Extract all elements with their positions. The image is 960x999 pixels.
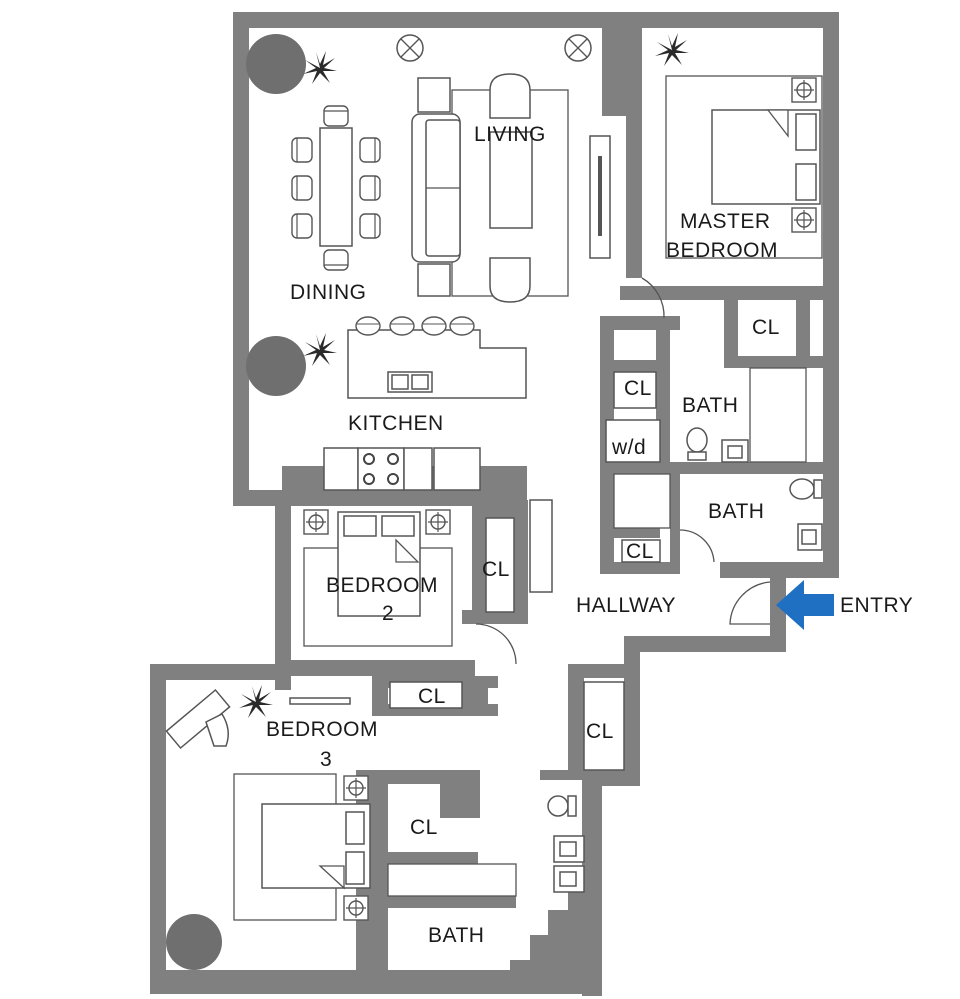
- door-swing: [475, 623, 517, 665]
- sink-icon: [721, 439, 749, 463]
- entry-label: ENTRY: [840, 594, 913, 617]
- pot-icon: [246, 34, 306, 94]
- sink-icon: [553, 865, 585, 893]
- closet-label: CL: [752, 316, 780, 339]
- lamp-icon: [303, 509, 329, 535]
- closet-label: CL: [418, 685, 446, 708]
- pot-icon: [166, 914, 222, 970]
- dining-area: [291, 105, 381, 271]
- plant-icon: [303, 51, 337, 84]
- toilet-icon: [686, 427, 708, 461]
- closet-label: CL: [626, 540, 654, 563]
- toilet-icon: [547, 795, 577, 817]
- bedroom-2-label-1: BEDROOM: [326, 574, 438, 597]
- lamp-icon: [791, 207, 817, 233]
- plant-icon: [239, 685, 273, 718]
- plant-icon: [303, 333, 337, 366]
- bedroom-2-bed: [303, 509, 453, 647]
- kitchen-label: KITCHEN: [348, 412, 444, 435]
- dining-label: DINING: [290, 281, 367, 304]
- entry-arrow-icon: [776, 580, 834, 630]
- hallway-label: HALLWAY: [576, 594, 676, 617]
- plant-icon: [655, 33, 689, 66]
- bedroom-3-label-2: 3: [320, 748, 332, 771]
- lamp-icon: [791, 77, 817, 103]
- living-label: LIVING: [474, 123, 546, 146]
- door-swing: [679, 529, 715, 563]
- ceiling-light-icon: [396, 34, 424, 62]
- closet-label: CL: [410, 816, 438, 839]
- lamp-icon: [343, 775, 369, 801]
- bath-label: BATH: [708, 500, 764, 523]
- closet-label: CL: [586, 720, 614, 743]
- master-bedroom-label-1: MASTER: [680, 210, 771, 233]
- bedroom-3-label-1: BEDROOM: [266, 718, 378, 741]
- sink-icon: [797, 523, 823, 551]
- bedroom-2-label-2: 2: [382, 602, 394, 625]
- bath-label: BATH: [682, 394, 738, 417]
- master-bedroom-label-2: BEDROOM: [666, 239, 778, 262]
- kitchen-area: [323, 316, 527, 491]
- desk: [165, 688, 231, 750]
- living-area: [411, 73, 611, 303]
- sink-icon: [387, 371, 433, 393]
- bedroom-3-bed: [233, 773, 371, 921]
- door-swing: [641, 277, 665, 319]
- master-bed: [665, 75, 823, 259]
- closet-label: CL: [482, 558, 510, 581]
- bath-label: BATH: [428, 924, 484, 947]
- lamp-icon: [343, 895, 369, 921]
- ceiling-light-icon: [564, 34, 592, 62]
- sink-icon: [553, 835, 585, 863]
- pot-icon: [246, 336, 306, 396]
- closet-label: CL: [624, 377, 652, 400]
- lamp-icon: [425, 509, 451, 535]
- washer-dryer-label: w/d: [611, 436, 646, 459]
- stove-icon: [357, 447, 405, 491]
- toilet-icon: [789, 478, 823, 500]
- entry-door-swing: [729, 581, 771, 625]
